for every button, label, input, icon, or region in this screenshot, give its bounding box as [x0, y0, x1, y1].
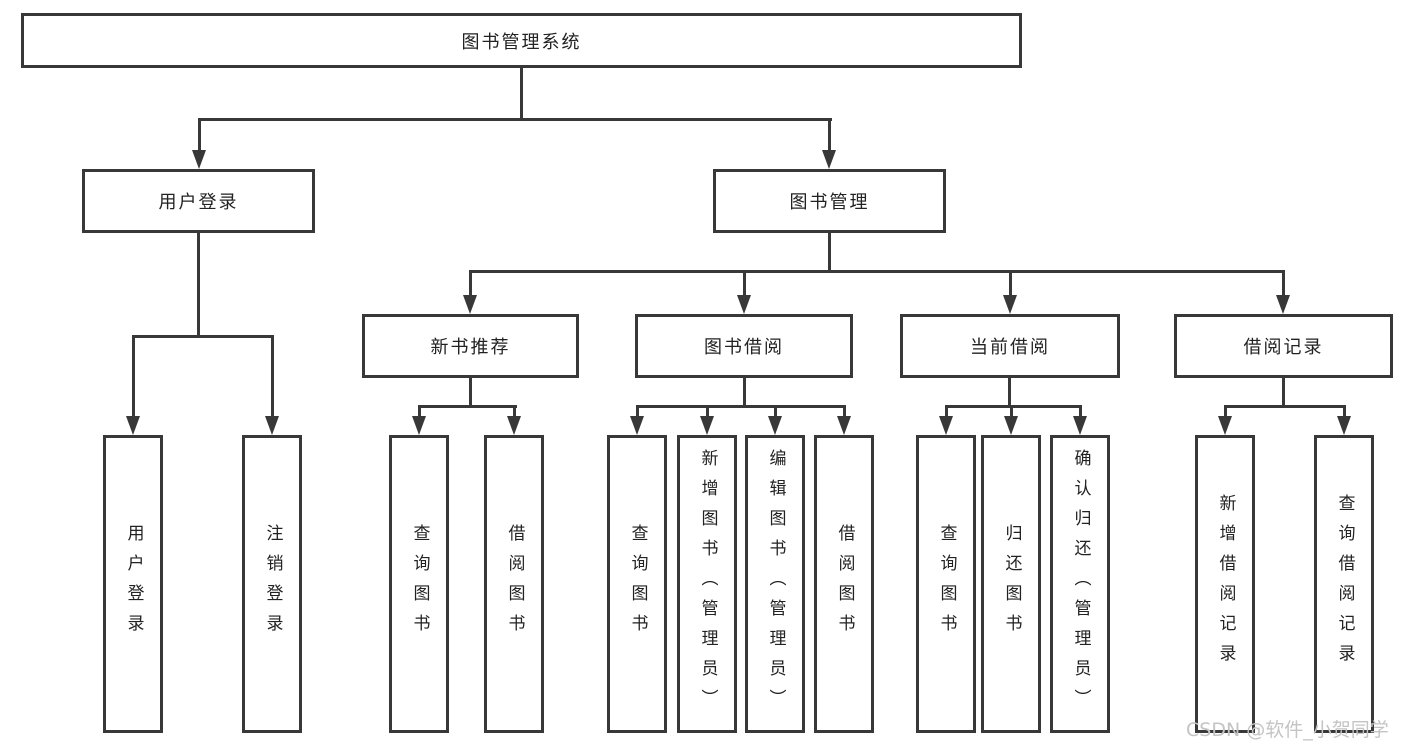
leaf-label: 归还图书 — [1001, 524, 1022, 644]
leaf-label: 查询借阅记录 — [1334, 494, 1355, 674]
connector-line — [743, 378, 746, 405]
connector-line — [706, 405, 709, 419]
leaf-query-books-borrow: 查询图书 — [607, 435, 667, 733]
connector-line — [636, 405, 639, 419]
arrow-down-icon — [939, 416, 953, 435]
leaf-label: 新增图书（管理员） — [697, 449, 718, 719]
node-label: 借阅记录 — [1243, 337, 1324, 358]
node-book-management-branch: 图书管理 — [713, 169, 946, 233]
connector-line — [1010, 405, 1013, 419]
connector-line — [945, 405, 948, 419]
node-new-book-recommend: 新书推荐 — [362, 314, 579, 378]
leaf-return-books: 归还图书 — [981, 435, 1041, 733]
leaf-label: 新增借阅记录 — [1215, 494, 1236, 674]
leaf-user-login: 用户登录 — [103, 435, 163, 733]
arrow-down-icon — [737, 295, 751, 314]
connector-line — [271, 335, 274, 417]
node-label: 用户登录 — [158, 192, 239, 213]
arrow-down-icon — [1276, 295, 1290, 314]
leaf-confirm-return-admin: 确认归还（管理员） — [1050, 435, 1110, 733]
connector-line — [636, 405, 846, 408]
node-label: 图书借阅 — [704, 337, 784, 358]
connector-line — [513, 405, 516, 419]
arrow-down-icon — [700, 416, 714, 435]
node-borrow-records: 借阅记录 — [1174, 314, 1393, 378]
connector-line — [1009, 270, 1012, 298]
leaf-label: 借阅图书 — [834, 524, 855, 644]
connector-line — [843, 405, 846, 419]
arrow-down-icon — [1337, 416, 1351, 435]
leaf-borrow-books-recommend: 借阅图书 — [484, 435, 544, 733]
connector-line — [132, 335, 135, 417]
arrow-down-icon — [822, 150, 836, 169]
arrow-down-icon — [1218, 416, 1232, 435]
leaf-add-borrow-record: 新增借阅记录 — [1195, 435, 1255, 733]
leaf-edit-books-admin: 编辑图书（管理员） — [745, 435, 805, 733]
connector-line — [469, 270, 472, 298]
leaf-label: 编辑图书（管理员） — [765, 449, 786, 719]
arrow-down-icon — [126, 416, 140, 435]
node-root: 图书管理系统 — [21, 13, 1022, 68]
connector-line — [1224, 405, 1346, 408]
arrow-down-icon — [1004, 416, 1018, 435]
watermark: CSDN @软件_小贺同学 — [1186, 719, 1389, 741]
connector-line — [945, 405, 1082, 408]
leaf-label: 查询图书 — [936, 524, 957, 644]
connector-line — [469, 270, 1285, 273]
arrow-down-icon — [1073, 416, 1087, 435]
node-user-login-branch: 用户登录 — [82, 169, 315, 233]
node-label: 当前借阅 — [970, 337, 1050, 358]
arrow-down-icon — [837, 416, 851, 435]
arrow-down-icon — [768, 416, 782, 435]
leaf-query-books-current: 查询图书 — [916, 435, 976, 733]
connector-line — [520, 68, 523, 118]
connector-line — [418, 405, 421, 419]
connector-line — [1282, 270, 1285, 298]
leaf-borrow-books: 借阅图书 — [814, 435, 874, 733]
connector-line — [828, 233, 831, 270]
leaf-label: 注销登录 — [262, 524, 283, 644]
connector-line — [828, 118, 831, 152]
node-label: 图书管理系统 — [461, 31, 582, 53]
node-label: 图书管理 — [789, 192, 870, 213]
node-current-borrow: 当前借阅 — [900, 314, 1120, 378]
connector-line — [469, 378, 472, 405]
node-book-borrow: 图书借阅 — [635, 314, 853, 378]
leaf-label: 查询图书 — [409, 524, 430, 644]
arrow-down-icon — [463, 295, 477, 314]
leaf-label: 查询图书 — [627, 524, 648, 644]
connector-line — [198, 118, 201, 152]
connector-line — [1282, 378, 1285, 405]
connector-line — [132, 335, 274, 338]
arrow-down-icon — [1003, 295, 1017, 314]
leaf-query-borrow-record: 查询借阅记录 — [1314, 435, 1374, 733]
leaf-query-books-recommend: 查询图书 — [389, 435, 449, 733]
arrow-down-icon — [507, 416, 521, 435]
connector-line — [743, 270, 746, 298]
connector-line — [197, 233, 200, 335]
arrow-down-icon — [265, 416, 279, 435]
connector-line — [1224, 405, 1227, 419]
leaf-logout: 注销登录 — [242, 435, 302, 733]
leaf-add-books-admin: 新增图书（管理员） — [677, 435, 737, 733]
arrow-down-icon — [412, 416, 426, 435]
connector-line — [774, 405, 777, 419]
arrow-down-icon — [630, 416, 644, 435]
leaf-label: 用户登录 — [123, 524, 144, 644]
arrow-down-icon — [192, 150, 206, 169]
connector-line — [198, 118, 832, 121]
leaf-label: 确认归还（管理员） — [1070, 449, 1091, 719]
connector-line — [1343, 405, 1346, 419]
leaf-label: 借阅图书 — [504, 524, 525, 644]
node-label: 新书推荐 — [430, 337, 511, 358]
connector-line — [418, 405, 517, 408]
connector-line — [1079, 405, 1082, 419]
connector-line — [1008, 378, 1011, 405]
